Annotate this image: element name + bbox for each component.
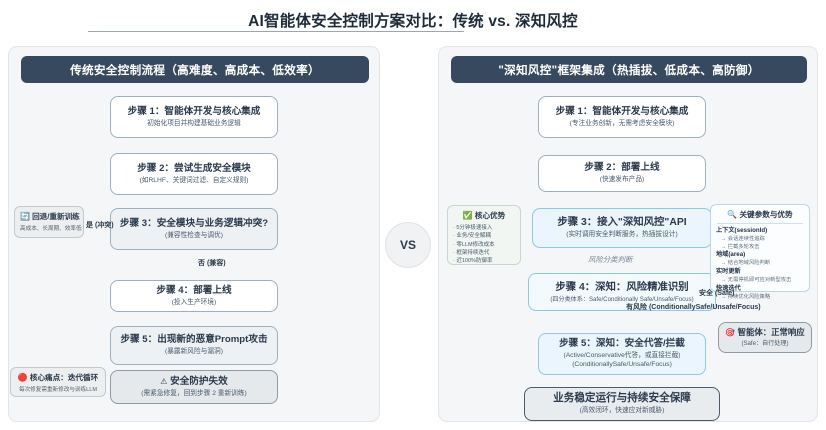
left-node-step1-sub: 初始化项目并构建基础业务逻辑 — [147, 119, 241, 127]
right-node-step1-sub: (专注业务创新，无需考虑安全模块) — [569, 119, 675, 127]
param-value: → 无需停机即可应对新型攻击 — [721, 276, 792, 283]
warning-icon: ⚠ — [160, 376, 168, 386]
right-node-stable-operation[interactable]: 业务稳定运行与持续安全保障 (高效闭环，快速应对新威胁) — [524, 387, 720, 421]
key-params-title: 🔍 关键参数与优势 — [727, 210, 793, 219]
shenzhi-panel-header: "深知风控"框架集成（热插拔、低成本、高防御） — [451, 56, 807, 83]
right-node-step5-block[interactable]: 步骤 5：深知：安全代答/拦截 (Active/Conservative代答，或… — [538, 333, 706, 375]
left-node-security-failure[interactable]: ⚠ 安全防护失效 (需紧急修复，回到步骤 2 重新训练) — [110, 370, 278, 404]
core-advantage-list: 5分钟极速接入 业务/安全解耦 零LLM修改成本 框架持续迭代 近100%防御率 — [453, 224, 515, 265]
alert-dot-icon: 🔴 — [17, 373, 28, 382]
param-entry: 地域(area) → 结合地域风险判断 — [716, 251, 804, 268]
search-icon: 🔍 — [727, 210, 738, 219]
right-node-step3-sub: (实时调用安全判断服务，热插拔设计) — [566, 231, 678, 239]
param-value: → 拦截多轮攻击 — [721, 243, 760, 250]
rollback-note-title: 🔄 回退/重新训练 — [20, 212, 80, 221]
param-key: 地域(area) — [716, 251, 746, 259]
left-node-step3-title: 步骤 3：安全模块与业务逻辑冲突? — [119, 217, 269, 229]
right-edge-label-risky: 有风险 (ConditionallySafe/Unsafe/Focus) — [626, 304, 761, 311]
params-divider — [717, 223, 803, 224]
page-title: AI智能体安全控制方案对比：传统 vs. 深知风控 — [248, 13, 578, 30]
param-entry: 实时更新 → 无需停机即可应对新型攻击 — [716, 268, 804, 285]
left-node-step5-title: 步骤 5：出现新的恶意Prompt攻击 — [120, 334, 268, 346]
left-node-security-failure-sub: (需紧急修复，回到步骤 2 重新训练) — [141, 389, 247, 397]
vs-badge: VS — [385, 222, 431, 268]
left-node-step3-sub: (兼容性检查与调优) — [165, 231, 223, 239]
right-node-step2[interactable]: 步骤 2：部署上线 (快速发布产品) — [538, 155, 706, 192]
right-node-step2-title: 步骤 2：部署上线 — [584, 162, 660, 174]
left-node-step2-sub: (如RLHF、关键词过滤、自定义规则) — [139, 176, 249, 184]
list-item: 近100%防御率 — [453, 257, 515, 265]
left-node-step4-sub: (投入生产环境) — [171, 298, 217, 306]
right-node-step4-sub: (四分类体系：Safe/Conditionally Safe/Unsafe/Fo… — [550, 295, 694, 303]
right-node-step5-sub: (Active/Conservative代答，或直接拦截) — [563, 352, 681, 360]
param-key: 实时更新 — [716, 267, 741, 275]
left-node-step1-title: 步骤 1：智能体开发与核心集成 — [127, 105, 261, 117]
right-node-step1[interactable]: 步骤 1：智能体开发与核心集成 (专注业务创新，无需考虑安全模块) — [538, 96, 706, 138]
right-node-step5-title: 步骤 5：深知：安全代答/拦截 — [559, 338, 685, 350]
right-edge-label-safe: 安全 (Safe) — [699, 290, 735, 297]
right-node-step2-sub: (快速发布产品) — [599, 176, 645, 184]
right-node-step5-sub2: (ConditionallySafe/Unsafe/Focus) — [572, 360, 672, 368]
refresh-icon: 🔄 — [20, 212, 30, 221]
param-value: → 会话连续性追踪 — [721, 235, 765, 242]
right-node-step3-api[interactable]: 步骤 3：接入"深知风控"API (实时调用安全判断服务，热插拔设计) — [532, 208, 712, 248]
right-node-stable-operation-title: 业务稳定运行与持续安全保障 — [553, 392, 691, 405]
right-node-step1-title: 步骤 1：智能体开发与核心集成 — [555, 105, 689, 117]
rollback-note[interactable]: 🔄 回退/重新训练 高成本、长周期、效率低 — [14, 206, 84, 238]
left-edge-label-yes: 是 (冲突) — [86, 222, 114, 229]
painpoint-note[interactable]: 🔴 核心痛点：迭代循环 每次修复需重新修改与训练LLM — [10, 367, 106, 397]
right-node-stable-operation-sub: (高效闭环，快速应对新威胁) — [579, 407, 665, 415]
traditional-panel-header: 传统安全控制流程（高难度、高成本、低效率） — [21, 56, 369, 83]
painpoint-note-sub: 每次修复需重新修改与训练LLM — [18, 387, 97, 393]
left-node-step5[interactable]: 步骤 5：出现新的恶意Prompt攻击 (暴露新风险与漏洞) — [110, 326, 278, 365]
left-node-step2[interactable]: 步骤 2：尝试生成安全模块 (如RLHF、关键词过滤、自定义规则) — [110, 153, 278, 195]
check-box-icon: ✅ — [462, 211, 473, 220]
param-key: 快速迭代 — [716, 284, 741, 292]
agent-dot-icon: 🎯 — [725, 328, 736, 338]
left-node-step2-title: 步骤 2：尝试生成安全模块 — [137, 162, 251, 174]
right-edge-label-classify: 风险分类判断 — [588, 255, 633, 264]
param-entry: 快速迭代 → 持续优化风险策略 — [716, 285, 804, 302]
right-node-agent-title: 🎯 智能体：正常响应 — [725, 327, 805, 338]
list-item: 5分钟极速接入 — [453, 224, 515, 232]
painpoint-note-title: 🔴 核心痛点：迭代循环 — [17, 373, 99, 382]
list-item: 框架持续迭代 — [453, 249, 515, 257]
param-key: 上下文(sessionId) — [716, 227, 768, 234]
left-node-step1[interactable]: 步骤 1：智能体开发与核心集成 初始化项目并构建基础业务逻辑 — [110, 96, 278, 138]
list-item: 业务/安全解耦 — [453, 232, 515, 240]
key-params-note[interactable]: 🔍 关键参数与优势 上下文(sessionId) → 会话连续性追踪 → 拦截多… — [710, 204, 810, 300]
left-node-step4[interactable]: 步骤 4：部署上线 (投入生产环境) — [110, 280, 278, 312]
title-divider — [88, 31, 464, 32]
left-node-step4-title: 步骤 4：部署上线 — [156, 284, 232, 296]
left-node-step5-sub: (暴露新风险与漏洞) — [165, 348, 223, 356]
rollback-note-sub: 高成本、长周期、效率低 — [20, 226, 82, 232]
param-value: → 结合地域风险判断 — [721, 260, 771, 267]
right-node-step4-title: 步骤 4：深知：风险精准识别 — [555, 281, 689, 293]
core-advantage-note[interactable]: ✅ 核心优势 5分钟极速接入 业务/安全解耦 零LLM修改成本 框架持续迭代 近… — [447, 205, 521, 265]
left-node-security-failure-title: ⚠ 安全防护失效 — [160, 375, 228, 387]
left-edge-label-no: 否 (兼容) — [198, 260, 226, 267]
core-advantage-title: ✅ 核心优势 — [462, 211, 506, 220]
left-node-step3-decision[interactable]: 步骤 3：安全模块与业务逻辑冲突? (兼容性检查与调优) — [110, 208, 278, 250]
param-value: → 持续优化风险策略 — [721, 293, 771, 300]
right-node-step3-title: 步骤 3：接入"深知风控"API — [557, 217, 687, 229]
right-node-agent-sub: (Safe：自行处理) — [741, 340, 789, 348]
param-entry: 上下文(sessionId) → 会话连续性追踪 → 拦截多轮攻击 — [716, 227, 804, 251]
right-node-step4-risk-detect[interactable]: 步骤 4：深知：风险精准识别 (四分类体系：Safe/Conditionally… — [528, 273, 716, 311]
list-item: 零LLM修改成本 — [453, 241, 515, 249]
right-node-agent-normal-response[interactable]: 🎯 智能体：正常响应 (Safe：自行处理) — [718, 322, 812, 353]
